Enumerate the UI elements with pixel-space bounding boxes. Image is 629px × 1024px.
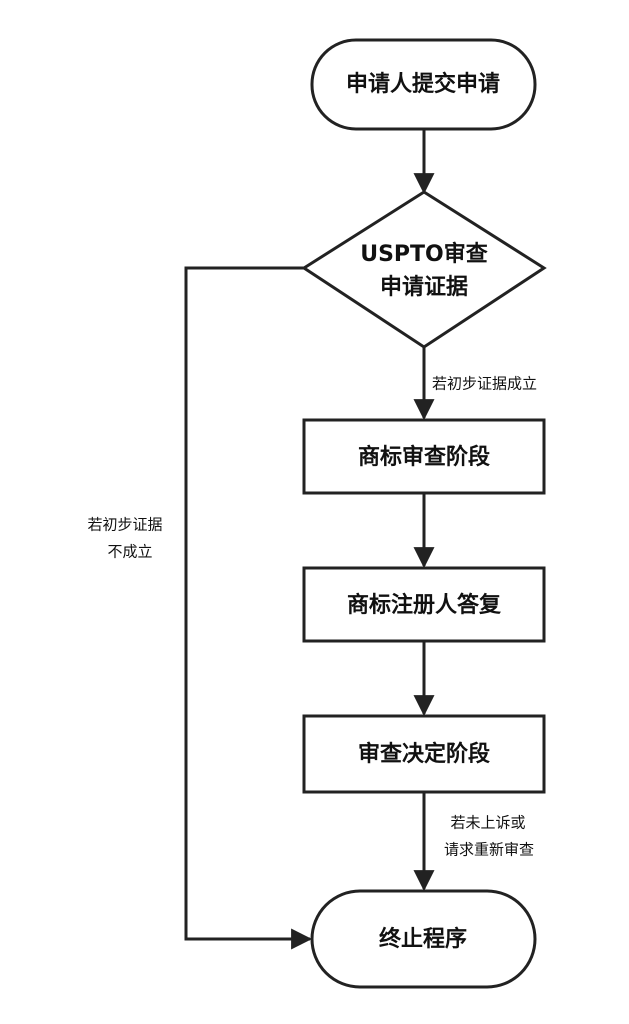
exam-stage-node-label: 商标审查阶段 [358,444,490,470]
decision-stage-node: 审查决定阶段 [302,714,546,794]
edge-label-evidence-established: 若初步证据成立 [432,375,537,393]
start-node-shape [310,38,537,131]
arrow-decision-to-end [184,266,313,950]
reply-node-shape [302,566,546,643]
exam-stage-node-shape [302,418,546,495]
end-node: 终止程序 [310,889,537,989]
decision-node-label-line2: 申请证据 [380,274,468,300]
decision-node-shape [301,190,547,349]
start-node-label: 申请人提交申请 [346,71,500,97]
edge-label-evidence-not-established-line1: 若初步证据 [87,516,162,534]
decision-stage-node-shape [302,714,546,794]
reply-node: 商标注册人答复 [302,566,546,643]
decision-node-label-line1: USPTO审查 [360,241,488,267]
decision-node: USPTO审查 申请证据 [301,190,547,349]
reply-node-label: 商标注册人答复 [347,592,502,618]
start-node: 申请人提交申请 [310,38,537,131]
decision-stage-node-label: 审查决定阶段 [358,741,490,767]
edge-label-evidence-not-established-line2: 不成立 [107,543,152,561]
edge-label-no-appeal-line2: 请求重新审查 [444,841,534,859]
edge-label-no-appeal-line1: 若未上诉或 [450,814,525,832]
end-node-shape [310,889,537,989]
exam-stage-node: 商标审查阶段 [302,418,546,495]
end-node-label: 终止程序 [379,926,467,952]
